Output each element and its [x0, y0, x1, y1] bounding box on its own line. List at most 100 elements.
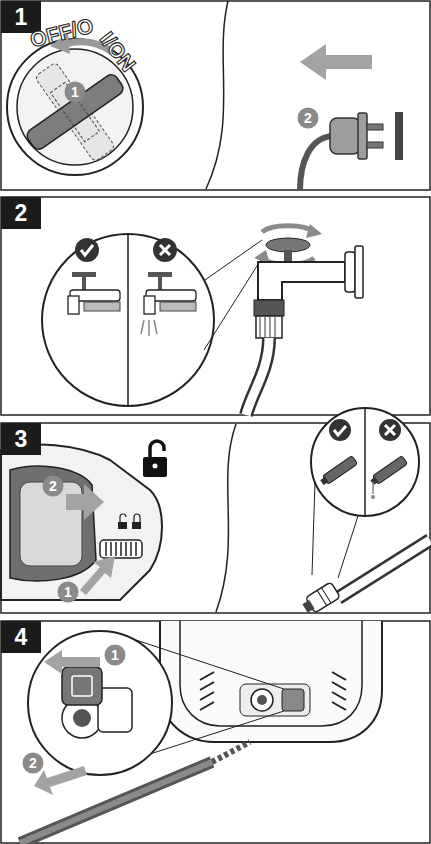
- zoom-lines: [204, 240, 262, 350]
- tap-inset: [75, 238, 99, 262]
- unlock-symbol: [153, 464, 158, 469]
- water-tap: [246, 338, 269, 415]
- water-tap: [306, 224, 322, 238]
- spray-wand: [20, 762, 212, 843]
- spray-gun: [120, 514, 126, 522]
- zoom-lines: [312, 482, 358, 578]
- step-number: 1: [15, 6, 28, 29]
- spray-gun: [1, 445, 162, 600]
- callout-number: 2: [29, 756, 37, 770]
- spray-wand: [302, 600, 314, 613]
- mains-plug: [367, 124, 383, 130]
- step-number-box: 3: [1, 423, 41, 455]
- tap-inset: [153, 238, 177, 262]
- tap-inset: [160, 245, 170, 255]
- nozzle-inset: [319, 456, 358, 487]
- machine-body: [282, 689, 304, 711]
- callout-number: 2: [297, 107, 319, 129]
- nozzle-inset: [385, 425, 395, 435]
- spray-wand: [20, 762, 212, 843]
- tap-inset: [158, 277, 162, 290]
- tap-inset: [141, 320, 157, 336]
- nozzle-inset: [371, 495, 375, 499]
- outlet-inset: [72, 676, 92, 696]
- tap-inset: [42, 234, 214, 406]
- water-tap: [254, 300, 284, 316]
- machine-body: [251, 689, 273, 711]
- nozzle-inset: [369, 456, 408, 487]
- step-number-box: 4: [1, 621, 41, 653]
- callout-circle: [43, 476, 64, 497]
- mains-plug: [367, 142, 383, 148]
- direction-arrow: [44, 650, 100, 674]
- outlet-inset: [28, 631, 172, 775]
- tap-inset: [84, 302, 120, 311]
- callout-number: 1: [57, 581, 79, 603]
- callout-number: 1: [64, 81, 86, 103]
- unlock-symbol: [150, 441, 164, 458]
- zoom-lines: [312, 482, 315, 575]
- spray-gun: [134, 514, 140, 522]
- machine-body: [257, 695, 267, 705]
- direction-arrow: [66, 484, 104, 520]
- callout-number: 2: [304, 111, 312, 125]
- nozzle-inset: [329, 419, 351, 441]
- spray-gun: [106, 542, 136, 556]
- panel-divider: [216, 424, 236, 612]
- outlet-inset: [62, 667, 102, 705]
- nozzle-inset: [364, 408, 366, 516]
- power-switch-dial: [24, 72, 125, 152]
- tap-inset: [148, 272, 172, 277]
- tap-inset: [82, 277, 86, 290]
- panel-frame: [1, 1, 430, 190]
- water-tap: [246, 338, 269, 415]
- water-tap: [258, 262, 345, 300]
- water-tap: [266, 238, 310, 252]
- callout-number: 2: [49, 479, 57, 493]
- spray-wand: [300, 582, 340, 616]
- nozzle-inset: [311, 408, 419, 516]
- spray-gun: [118, 522, 127, 529]
- nozzle-inset: [320, 477, 328, 485]
- spray-gun: [1, 445, 162, 600]
- step-number-box: 2: [1, 197, 41, 229]
- callout-number: 2: [42, 475, 64, 497]
- zoom-lines: [204, 258, 262, 350]
- spray-wand: [317, 588, 331, 606]
- unlock-symbol: [143, 441, 167, 477]
- spray-gun: [132, 522, 141, 529]
- callout-number: 2: [22, 752, 44, 774]
- water-tap: [284, 250, 292, 262]
- water-tap: [262, 226, 314, 232]
- outlet-inset: [98, 688, 132, 732]
- water-tap: [260, 316, 275, 338]
- step-number: 4: [15, 626, 28, 649]
- callout-circle: [298, 108, 319, 129]
- water-tap: [355, 246, 363, 298]
- callout-number: 1: [71, 85, 79, 99]
- nozzle-inset: [372, 482, 374, 494]
- panel-divider: [206, 1, 228, 189]
- callout-number: 1: [64, 585, 72, 599]
- tap-inset: [81, 245, 93, 255]
- mains-plug: [358, 113, 367, 159]
- mains-plug: [395, 112, 403, 160]
- nozzle-inset: [379, 419, 401, 441]
- spray-wand: [338, 540, 430, 598]
- machine-body: [180, 621, 362, 726]
- spray-gun: [100, 540, 142, 558]
- direction-arrow: [300, 44, 372, 80]
- unlock-symbol: [143, 457, 167, 477]
- tap-inset: [160, 302, 196, 311]
- spray-wand: [20, 742, 250, 843]
- water-tap: [345, 252, 355, 292]
- water-tap: [246, 224, 363, 415]
- nozzle-inset: [311, 408, 419, 516]
- step-number: 3: [15, 428, 28, 451]
- callout-number: 1: [111, 648, 119, 662]
- callout-circle: [23, 753, 44, 774]
- tap-inset: [72, 272, 96, 277]
